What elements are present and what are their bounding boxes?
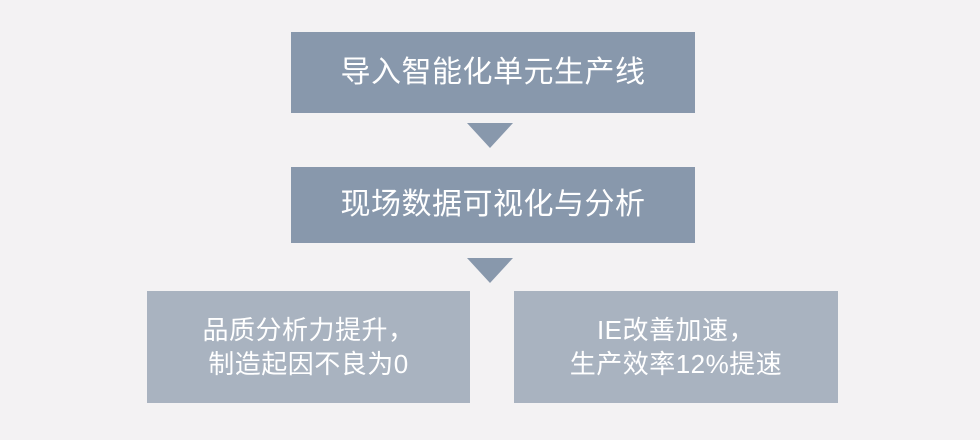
flow-node-intro-label: 导入智能化单元生产线 (340, 55, 646, 89)
flow-node-quality[interactable]: 品质分析力提升， 制造起因不良为0 (147, 291, 470, 403)
flow-node-efficiency[interactable]: IE改善加速， 生产效率12%提速 (514, 291, 838, 403)
down-arrow-icon-1 (467, 123, 513, 148)
flow-node-quality-label: 品质分析力提升， 制造起因不良为0 (202, 314, 415, 379)
flow-node-efficiency-label: IE改善加速， 生产效率12%提速 (569, 314, 783, 379)
flow-node-intro[interactable]: 导入智能化单元生产线 (291, 32, 695, 113)
flow-node-visualize[interactable]: 现场数据可视化与分析 (291, 167, 695, 243)
down-arrow-icon-2 (467, 258, 513, 283)
flow-node-visualize-label: 现场数据可视化与分析 (340, 188, 646, 222)
